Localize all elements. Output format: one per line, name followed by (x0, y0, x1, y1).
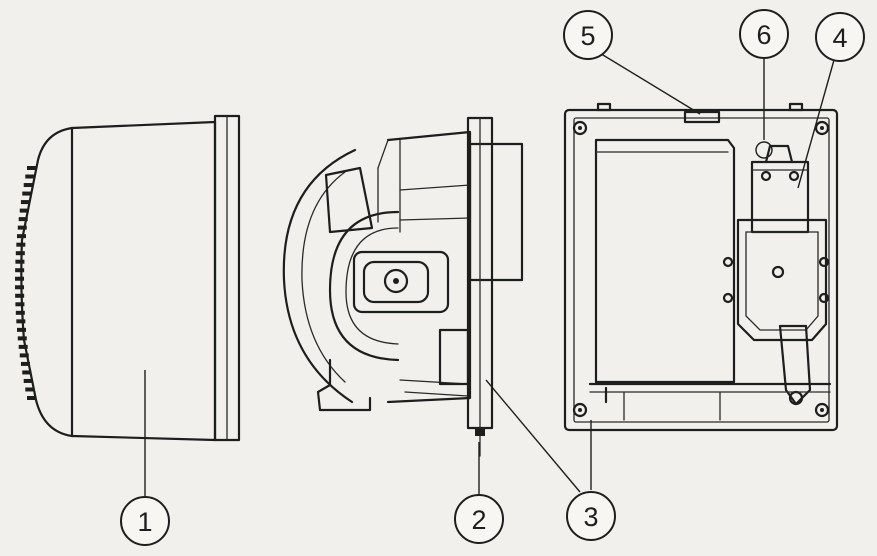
cover-ridge (19, 353, 29, 358)
callout-4-label: 4 (832, 23, 847, 53)
cover-ridge (17, 336, 27, 341)
cover-ridge (15, 259, 25, 264)
cover-ridge (22, 191, 32, 196)
cover-ridge (23, 378, 33, 383)
cover-ridge (20, 361, 30, 366)
callout-1-label: 1 (137, 507, 152, 537)
cover-ridge (18, 344, 28, 349)
cover-ridge (15, 310, 25, 315)
cover-ridge (22, 370, 32, 375)
part-front-cover (15, 114, 241, 442)
part-mounting-plate (466, 116, 494, 457)
cover-ridge (16, 242, 26, 247)
cover-ridge (15, 251, 25, 256)
leader-lines (144, 51, 835, 496)
cover-ridge (20, 200, 30, 205)
part-mechanism (282, 130, 524, 412)
cover-ridge (16, 319, 26, 324)
cover-ridge (25, 387, 35, 392)
cover-ridge (18, 217, 28, 222)
cover-ridge (16, 327, 26, 332)
callout-5-label: 5 (580, 21, 595, 51)
cover-ridge (15, 268, 25, 273)
cover-ridge (15, 276, 25, 281)
callout-3: 3 (566, 491, 616, 541)
cover-ridge (15, 285, 25, 290)
callout-3-label: 3 (583, 502, 598, 532)
callout-6-label: 6 (756, 20, 771, 50)
callout-1: 1 (120, 496, 170, 546)
part-box-frame (563, 102, 839, 432)
callout-2: 2 (454, 494, 504, 544)
callout-4: 4 (815, 12, 865, 62)
callout-6: 6 (739, 9, 789, 59)
cover-ridge (17, 225, 27, 230)
callout-5: 5 (563, 10, 613, 60)
cover-ridge (16, 234, 26, 239)
cover-ridge (19, 208, 29, 213)
cover-ridge (15, 302, 25, 307)
cover-ridge (27, 166, 36, 170)
callout-2-label: 2 (471, 505, 486, 535)
cover-ridge (27, 396, 36, 400)
cover-ridge (25, 174, 35, 179)
cover-ridge (15, 293, 25, 298)
cover-ridge (23, 183, 33, 188)
cover-ridges (15, 166, 36, 400)
